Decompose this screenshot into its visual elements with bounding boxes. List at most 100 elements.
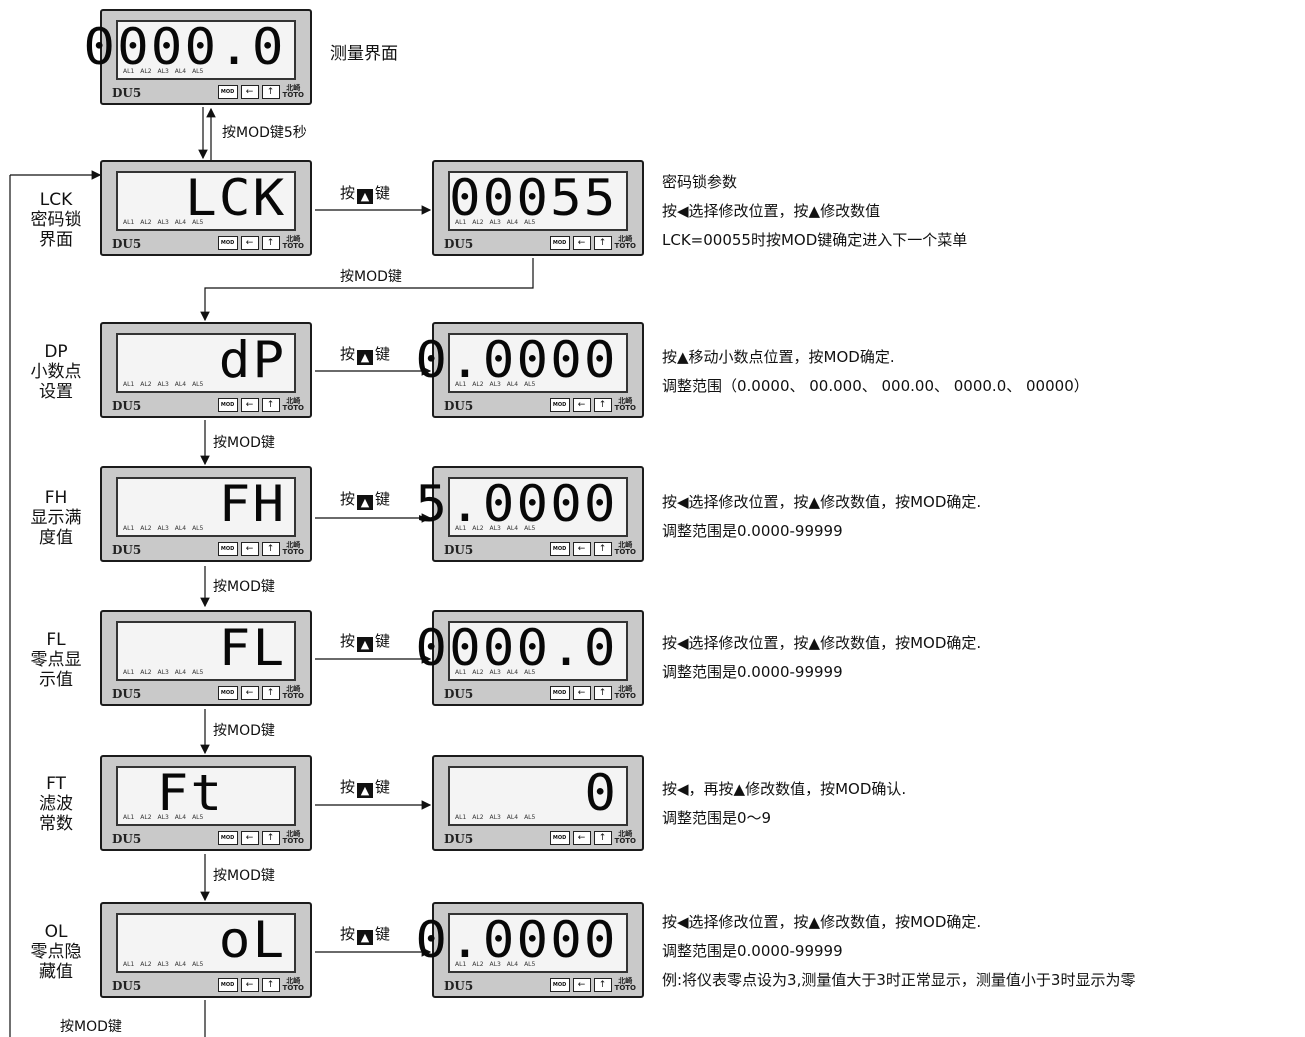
connector-label: 按MOD键	[60, 1019, 122, 1035]
row-label-dp: DP 小数点 设置	[20, 342, 92, 402]
row-name-2: 示值	[39, 670, 73, 690]
display-value: LCK	[184, 169, 286, 227]
up-key[interactable]: ↑	[261, 831, 280, 845]
left-key[interactable]: ←	[572, 978, 591, 992]
up-key[interactable]: ↑	[593, 831, 612, 845]
up-key[interactable]: ↑	[593, 978, 612, 992]
row-name-2: 常数	[39, 814, 73, 834]
row-name-1: 零点隐	[30, 942, 82, 962]
row-name-1: 滤波	[39, 794, 73, 814]
row-code: OL	[44, 922, 68, 942]
desc-line: 按◀，再按▲修改数值，按MOD确认.	[662, 780, 907, 798]
model-label: DU5	[444, 399, 474, 413]
up-key[interactable]: ↑	[261, 542, 280, 556]
mod-key[interactable]: MOD	[549, 686, 570, 700]
mod-key[interactable]: MOD	[217, 831, 238, 845]
row-name-2: 度值	[39, 528, 73, 548]
left-key[interactable]: ←	[572, 398, 591, 412]
left-key[interactable]: ←	[240, 686, 259, 700]
mod-key[interactable]: MOD	[549, 831, 570, 845]
up-key[interactable]: ↑	[261, 85, 280, 99]
desc-line: LCK=00055时按MOD键确定进入下一个菜单	[662, 231, 968, 249]
left-key[interactable]: ←	[240, 398, 259, 412]
model-label: DU5	[444, 237, 474, 251]
up-key[interactable]: ↑	[261, 686, 280, 700]
left-key[interactable]: ←	[572, 831, 591, 845]
row-name-1: 密码锁	[30, 210, 82, 230]
row-name-1: 零点显	[30, 650, 82, 670]
mod-key[interactable]: MOD	[549, 236, 570, 250]
desc-line: 密码锁参数	[662, 173, 738, 191]
mod-key[interactable]: MOD	[217, 686, 238, 700]
measure-arrow-label: 按MOD键5秒	[222, 125, 307, 141]
left-key[interactable]: ←	[240, 978, 259, 992]
up-key[interactable]: ↑	[593, 686, 612, 700]
left-key[interactable]: ←	[240, 831, 259, 845]
arrow-lck-to-dp	[200, 258, 534, 322]
left-key[interactable]: ←	[240, 542, 259, 556]
desc-line: 调整范围是0.0000-99999	[662, 663, 843, 681]
up-key[interactable]: ↑	[261, 398, 280, 412]
row-name-1: 显示满	[30, 508, 82, 528]
left-key[interactable]: ←	[240, 236, 259, 250]
display-value: FL	[218, 619, 286, 677]
up-key[interactable]: ↑	[261, 236, 280, 250]
display-value: 0.0000	[415, 331, 618, 389]
display-value: 00055	[449, 169, 618, 227]
row-name-1: 小数点	[30, 362, 82, 382]
display-value: oL	[218, 911, 286, 969]
desc-line: 按◀选择修改位置，按▲修改数值，按MOD确定.	[662, 913, 982, 931]
mod-key[interactable]: MOD	[549, 978, 570, 992]
row-name-2: 界面	[39, 230, 73, 250]
mod-key[interactable]: MOD	[217, 236, 238, 250]
mod-key[interactable]: MOD	[549, 398, 570, 412]
left-key[interactable]: ←	[572, 686, 591, 700]
row-label-ol: OL 零点隐 藏值	[20, 922, 92, 982]
row-code: LCK	[39, 190, 73, 210]
up-key[interactable]: ↑	[261, 978, 280, 992]
up-key[interactable]: ↑	[593, 236, 612, 250]
mod-key[interactable]: MOD	[217, 542, 238, 556]
up-key[interactable]: ↑	[593, 542, 612, 556]
model-label: DU5	[444, 979, 474, 993]
model-label: DU5	[112, 543, 142, 557]
left-key[interactable]: ←	[572, 236, 591, 250]
left-key[interactable]: ←	[572, 542, 591, 556]
model-label: DU5	[112, 832, 142, 846]
row-label-fl: FL 零点显 示值	[20, 630, 92, 690]
left-key[interactable]: ←	[240, 85, 259, 99]
row-code: FH	[44, 488, 68, 508]
mod-key[interactable]: MOD	[217, 978, 238, 992]
model-label: DU5	[112, 399, 142, 413]
desc-line: 调整范围是0～9	[662, 809, 772, 827]
desc-line: 按◀选择修改位置，按▲修改数值，按MOD确定.	[662, 634, 982, 652]
mod-key[interactable]: MOD	[217, 398, 238, 412]
up-key[interactable]: ↑	[593, 398, 612, 412]
model-label: DU5	[444, 832, 474, 846]
connector-label: 按MOD键	[213, 723, 275, 739]
press-up-label: 按▲键	[340, 345, 391, 365]
desc-line: 调整范围是0.0000-99999	[662, 942, 843, 960]
mod-key[interactable]: MOD	[217, 85, 238, 99]
press-up-label: 按▲键	[340, 184, 391, 204]
mod-key[interactable]: MOD	[549, 542, 570, 556]
desc-line: 例:将仪表零点设为3,测量值大于3时正常显示，测量值小于3时显示为零	[662, 971, 1136, 989]
